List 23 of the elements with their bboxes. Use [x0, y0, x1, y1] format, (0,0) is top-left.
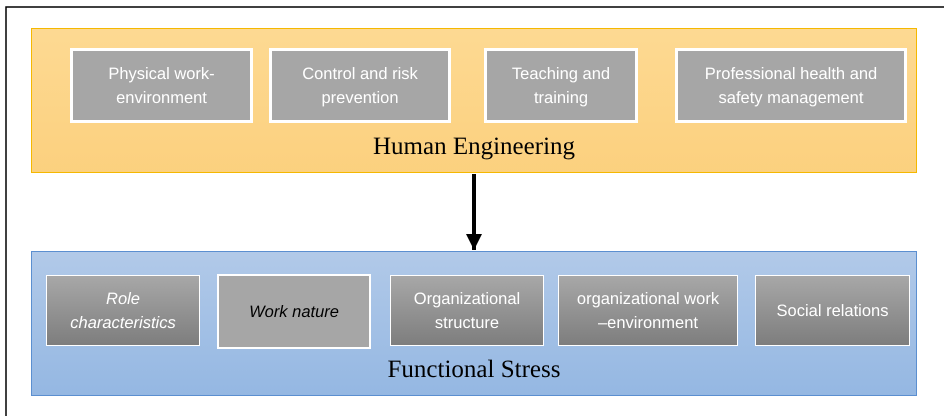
group-title: Human Engineering: [372, 133, 576, 160]
factor-label: Control and risk prevention: [301, 64, 419, 108]
factor-label: Work nature: [249, 302, 339, 322]
factor-box: [558, 275, 738, 346]
factor-label: Physical work- environment: [107, 64, 216, 108]
factor-box: [269, 48, 451, 123]
factor-box: [46, 275, 200, 346]
factor-box: [755, 275, 910, 346]
factor-box: [484, 48, 638, 123]
factor-box: [675, 48, 907, 123]
factor-label: Professional health and safety management: [704, 64, 878, 108]
factor-box: [217, 274, 371, 349]
group-band: [31, 28, 917, 173]
factor-label: organizational work –environment: [576, 288, 720, 334]
arrow: [466, 174, 482, 250]
factor-label: Role characteristics: [69, 288, 177, 334]
factor-label: Social relations: [776, 300, 888, 322]
group-title: Functional Stress: [388, 356, 560, 383]
factor-label: Teaching and training: [510, 64, 612, 108]
factor-label: Organizational structure: [412, 288, 522, 334]
group-band: [31, 251, 917, 396]
factor-box: [70, 48, 253, 123]
factor-box: [390, 275, 544, 346]
